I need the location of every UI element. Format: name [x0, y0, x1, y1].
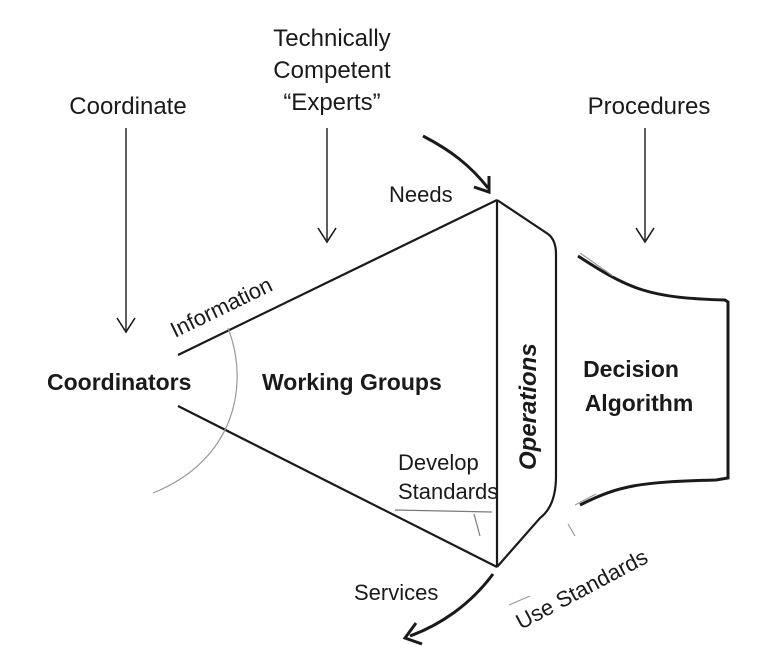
needs-label: Needs: [389, 182, 453, 207]
develop-label-line2: Standards: [398, 479, 498, 504]
operations-label: Operations: [515, 343, 542, 470]
working-groups-label: Working Groups: [262, 369, 442, 395]
use-standards-marks: [508, 523, 576, 606]
decision-algorithm-shape: [574, 252, 730, 507]
decision-label-line2: Algorithm: [585, 390, 694, 416]
arrow-procedures: [635, 128, 655, 244]
services-label: Services: [354, 580, 438, 605]
experts-label-line3: “Experts”: [283, 89, 380, 116]
arrow-experts: [317, 128, 337, 244]
develop-label-line1: Develop: [398, 450, 479, 475]
information-arc: [152, 327, 238, 494]
arrow-services: [402, 573, 495, 646]
procedures-label: Procedures: [588, 93, 711, 120]
arrow-coordinate: [116, 128, 136, 334]
coordinate-label: Coordinate: [69, 93, 186, 120]
coordinators-label: Coordinators: [47, 369, 191, 395]
operations-band: [496, 199, 558, 568]
experts-label-line1: Technically: [273, 25, 390, 52]
information-label: Information: [166, 272, 276, 343]
use-standards-label: Use Standards: [512, 544, 652, 634]
working-groups-shape: [177, 199, 499, 568]
experts-label-line2: Competent: [273, 57, 391, 84]
decision-label-line1: Decision: [583, 356, 679, 382]
arrow-needs: [422, 134, 491, 195]
develop-standards-marks: [394, 509, 493, 537]
